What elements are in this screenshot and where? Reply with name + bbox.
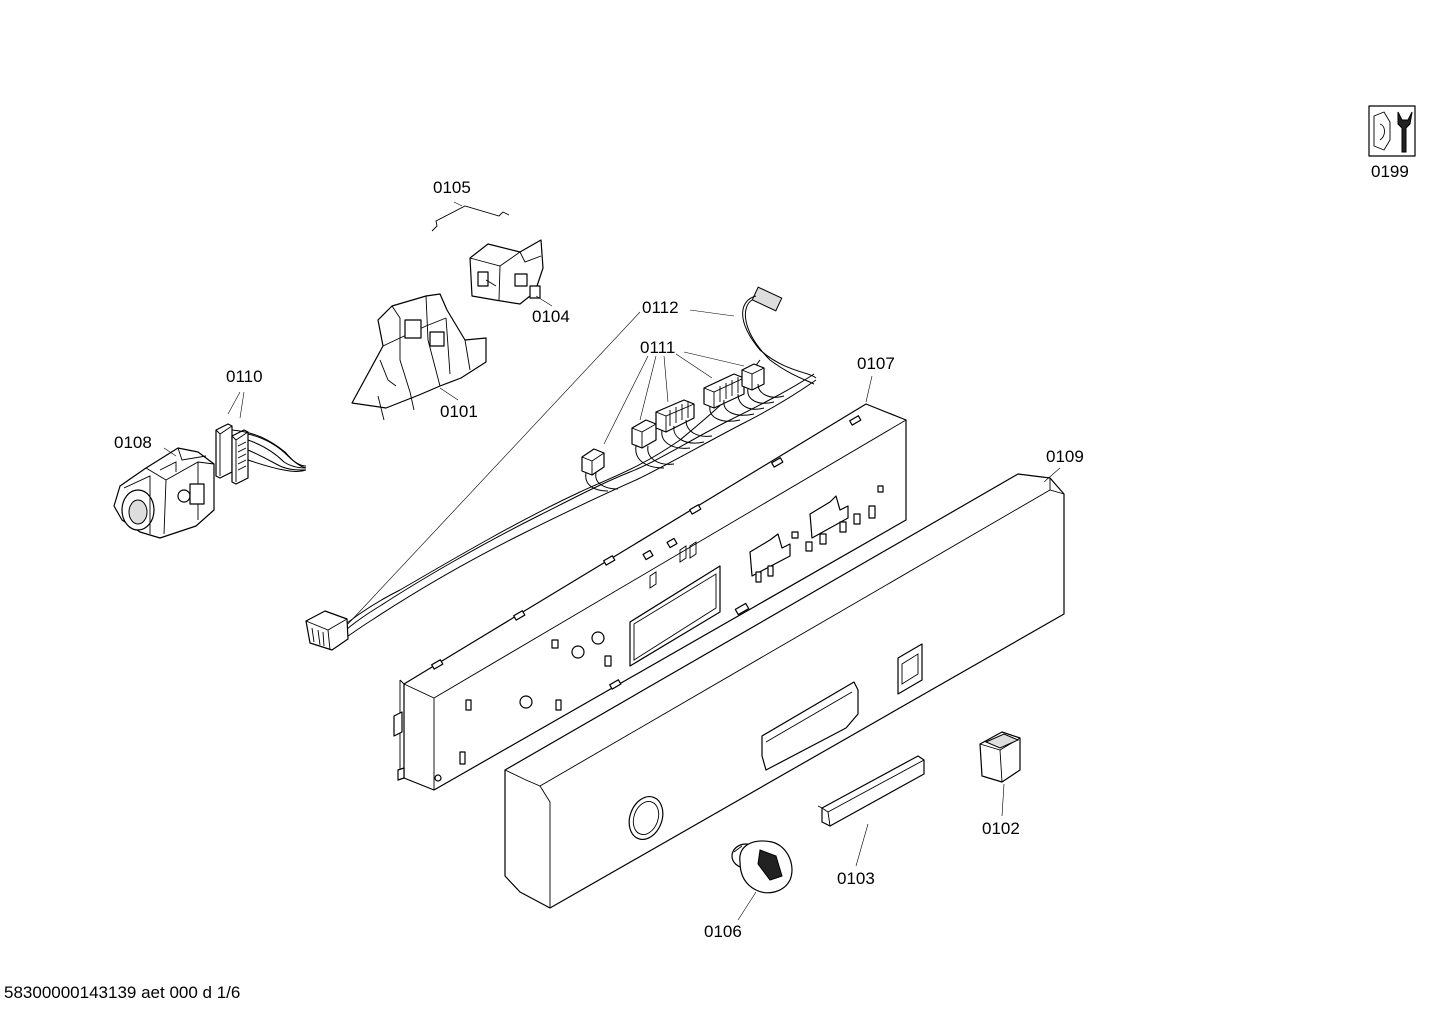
- leader-lines: [163, 201, 1061, 921]
- label-0105: 0105: [433, 178, 471, 197]
- part-0105-spring: [431, 205, 510, 232]
- part-0106-knob: [731, 840, 793, 894]
- part-0111-connectors: [581, 363, 785, 492]
- label-0101: 0101: [440, 402, 478, 421]
- part-0104-switch-block: [469, 239, 544, 305]
- label-0108: 0108: [114, 433, 152, 452]
- label-0112: 0112: [642, 298, 679, 317]
- service-icon: [1368, 105, 1416, 157]
- part-0108-timer: [113, 447, 215, 539]
- part-0110-connectors: [215, 423, 307, 485]
- label-0102: 0102: [982, 819, 1020, 838]
- label-0109: 0109: [1046, 447, 1084, 466]
- label-0199: 0199: [1371, 162, 1409, 181]
- label-0106: 0106: [704, 922, 742, 941]
- part-0109-front-panel: [504, 473, 1065, 909]
- label-0111: 0111: [640, 338, 676, 357]
- document-reference: 58300000143139 aet 000 d 1/6: [4, 983, 241, 1002]
- part-0112-harness: [305, 286, 817, 651]
- part-0102-button: [979, 731, 1021, 783]
- part-0103-slider-cover: [817, 755, 925, 827]
- label-0107: 0107: [857, 354, 895, 373]
- label-0103: 0103: [837, 869, 875, 888]
- part-0107-panel-frame: [393, 403, 907, 791]
- label-0110: 0110: [226, 367, 263, 386]
- label-0104: 0104: [532, 307, 570, 326]
- part-0101-holder: [351, 293, 487, 421]
